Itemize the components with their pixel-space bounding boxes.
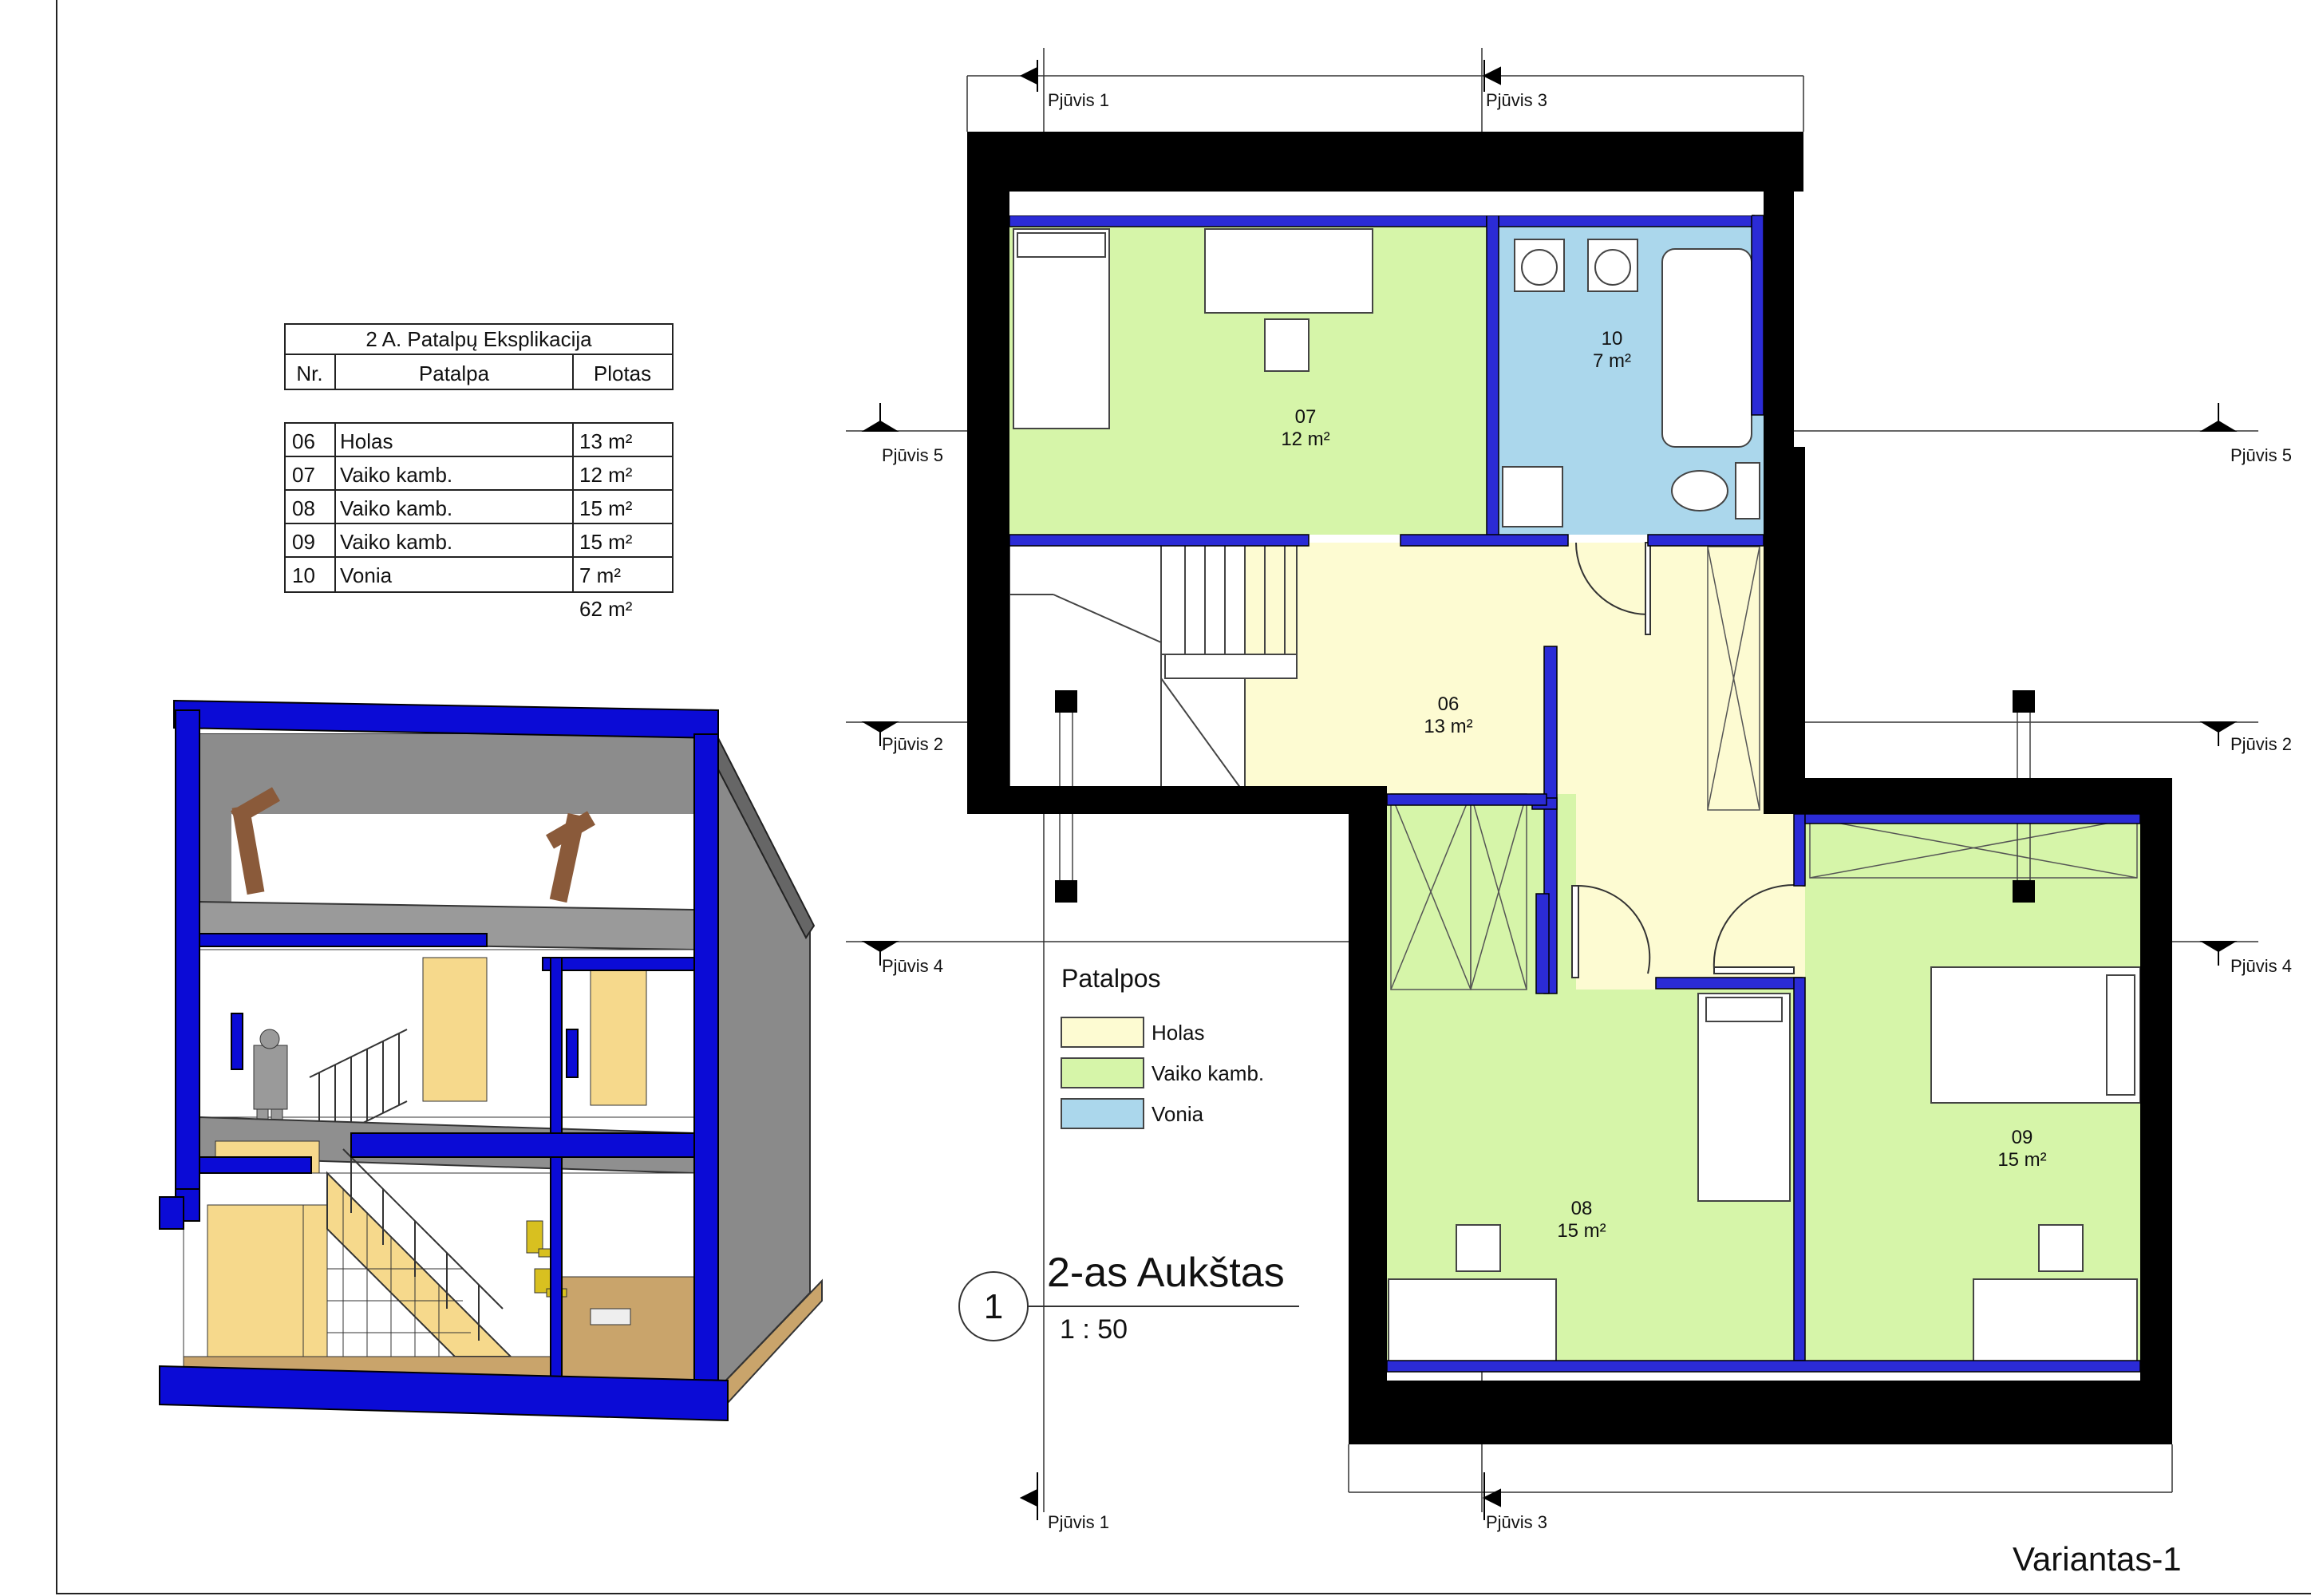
view-name: 2-as Aukštas xyxy=(1047,1250,1285,1296)
room-06-area: 13 m² xyxy=(1424,716,1472,737)
room-09-area: 15 m² xyxy=(1997,1149,2046,1171)
legend-swatch-vonia xyxy=(1061,1098,1144,1129)
schedule-header-room: Patalpa xyxy=(419,361,490,385)
view-title: 1 2-as Aukštas 1 : 50 xyxy=(958,1250,1299,1345)
schedule-row-nr: 09 xyxy=(292,530,315,554)
schedule-row-name: Vaiko kamb. xyxy=(340,496,452,520)
legend-swatch-vaiko xyxy=(1061,1057,1144,1088)
section-1-bottom-label: Pjūvis 1 xyxy=(1048,1512,1109,1532)
section-4-right-label: Pjūvis 4 xyxy=(2230,956,2292,976)
schedule-row-nr: 08 xyxy=(292,496,315,520)
schedule-row-nr: 10 xyxy=(292,563,315,587)
sheet-border xyxy=(56,0,2311,1594)
view-scale: 1 : 50 xyxy=(1060,1314,1128,1345)
room-schedule-table xyxy=(284,323,674,593)
column-posts xyxy=(1055,690,2035,903)
view-number: 1 xyxy=(984,1287,1003,1326)
room-09-number: 09 xyxy=(2012,1127,2033,1148)
room-10-area: 7 m² xyxy=(1593,350,1631,372)
section-2-left-label: Pjūvis 2 xyxy=(882,734,943,754)
schedule-row-area: 7 m² xyxy=(579,563,621,587)
section-markers xyxy=(861,60,2238,1520)
section-4-left-label: Pjūvis 4 xyxy=(882,956,943,976)
interior-partitions xyxy=(1009,215,2141,1373)
exterior-walls xyxy=(967,132,2172,1444)
schedule-row-area: 15 m² xyxy=(579,530,633,554)
section-1-top-label: Pjūvis 1 xyxy=(1048,90,1109,110)
schedule-row-nr: 06 xyxy=(292,429,315,453)
room-07-area: 12 m² xyxy=(1281,429,1329,450)
doors xyxy=(1571,542,1806,978)
schedule-header-nr: Nr. xyxy=(296,361,322,385)
schedule-row-name: Vonia xyxy=(340,563,393,587)
isometric-section-view xyxy=(159,699,823,1422)
legend-title: Patalpos xyxy=(1061,964,1161,993)
section-5-right-label: Pjūvis 5 xyxy=(2230,445,2292,465)
room-08-number: 08 xyxy=(1571,1198,1593,1219)
schedule-total: 62 m² xyxy=(579,597,633,621)
schedule-row-name: Holas xyxy=(340,429,393,453)
section-3-bottom-label: Pjūvis 3 xyxy=(1486,1512,1547,1532)
schedule-row-area: 13 m² xyxy=(579,429,633,453)
section-3-top-label: Pjūvis 3 xyxy=(1486,90,1547,110)
schedule-title: 2 A. Patalpų Eksplikacija xyxy=(365,327,592,351)
room-07-number: 07 xyxy=(1295,406,1317,428)
schedule-row-area: 15 m² xyxy=(579,496,633,520)
room-10-number: 10 xyxy=(1602,328,1623,350)
section-2-right-label: Pjūvis 2 xyxy=(2230,734,2292,754)
legend-label-holas: Holas xyxy=(1152,1021,1204,1045)
schedule-header-area: Plotas xyxy=(594,361,651,385)
schedule-row-name: Vaiko kamb. xyxy=(340,530,452,554)
schedule-rows: 06 Holas 13 m² 07 Vaiko kamb. 12 m² 08 V… xyxy=(292,429,633,587)
schedule-row-nr: 07 xyxy=(292,463,315,487)
schedule-row-area: 12 m² xyxy=(579,463,633,487)
legend-label-vonia: Vonia xyxy=(1152,1102,1204,1126)
section-5-left-label: Pjūvis 5 xyxy=(882,445,943,465)
legend-swatch-holas xyxy=(1061,1017,1144,1048)
legend-label-vaiko: Vaiko kamb. xyxy=(1152,1061,1264,1085)
schedule-row-name: Vaiko kamb. xyxy=(340,463,452,487)
room-06-number: 06 xyxy=(1438,693,1460,715)
floor-plan: 07 12 m² 10 7 m² 06 13 m² 08 15 m² 09 15… xyxy=(846,48,2292,1532)
variant-label: Variantas-1 xyxy=(2013,1540,2182,1578)
room-legend: Patalpos Holas Vaiko kamb. Vonia xyxy=(1061,964,1264,1129)
room-08-area: 15 m² xyxy=(1557,1220,1606,1242)
